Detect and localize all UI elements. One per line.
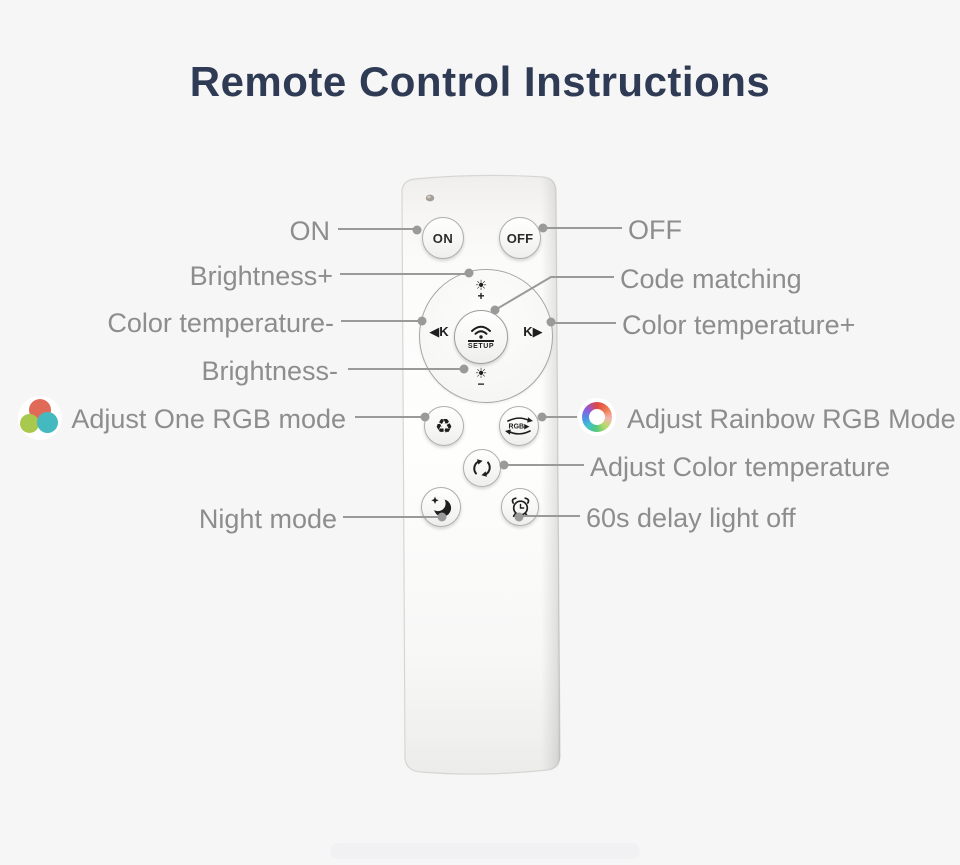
color-cycle-button[interactable] [463,449,501,487]
one-rgb-legend-icon [18,396,62,440]
color-temp-up-key[interactable]: K▶ [515,325,551,338]
green-circle [20,414,39,433]
page-title: Remote Control Instructions [189,58,771,105]
setup-button[interactable]: SETUP [454,310,508,364]
rainbow-ring-hole [589,409,605,425]
color-temp-down-key[interactable]: ◀K [421,325,457,338]
callout-label-on: ON [289,216,331,246]
callout-label-brightness-minus: Brightness- [201,356,338,386]
callout-label-off: OFF [628,215,682,245]
sun-icon: ☀ [474,365,488,381]
one-rgb-mode-button[interactable]: ♻ [424,406,464,446]
alarm-clock-icon [511,496,529,517]
moon-star-icon [430,495,452,517]
off-button[interactable]: OFF [499,217,541,259]
on-button-label: ON [432,230,454,246]
night-mode-button[interactable] [421,487,461,527]
callout-label-60s-delay: 60s delay light off [586,503,796,533]
setup-underline [468,340,494,342]
right-arrow-k-label: K▶ [523,324,543,339]
rgb-loop-icon: RGB▶ [505,417,533,435]
callout-label-one-rgb: Adjust One RGB mode [71,404,346,434]
rgb-text: RGB▶ [509,424,531,431]
callout-label-brightness-plus: Brightness+ [189,261,333,291]
off-button-label: OFF [506,230,534,246]
remote-shadow [330,843,640,859]
sun-icon: ☀ [474,277,488,293]
callout-label-color-temp-minus: Color temperature- [107,308,334,338]
rainbow-rgb-mode-button[interactable]: RGB▶ [499,406,539,446]
cycle-arrows-icon [473,459,491,477]
callout-label-night-mode: Night mode [198,504,337,534]
on-button[interactable]: ON [422,217,464,259]
plus-sign: + [477,289,485,303]
callout-label-rainbow-rgb: Adjust Rainbow RGB Mode [627,404,956,434]
left-arrow-k-label: ◀K [429,324,449,339]
brightness-up-key[interactable]: ☀ + [469,278,493,302]
wifi-icon [471,325,491,339]
callout-label-adjust-color-temp: Adjust Color temperature [590,452,891,482]
callout-label-code-matching: Code matching [620,264,802,294]
setup-label: SETUP [467,343,495,350]
recycle-rgb-icon: ♻ [435,415,453,438]
minus-sign: − [477,377,485,391]
callout-label-color-temp-plus: Color temperature+ [622,310,856,340]
brightness-down-key[interactable]: ☀ − [469,366,493,390]
rainbow-legend-icon [578,398,616,436]
delay-off-button[interactable] [501,488,539,526]
teal-circle [37,412,58,433]
